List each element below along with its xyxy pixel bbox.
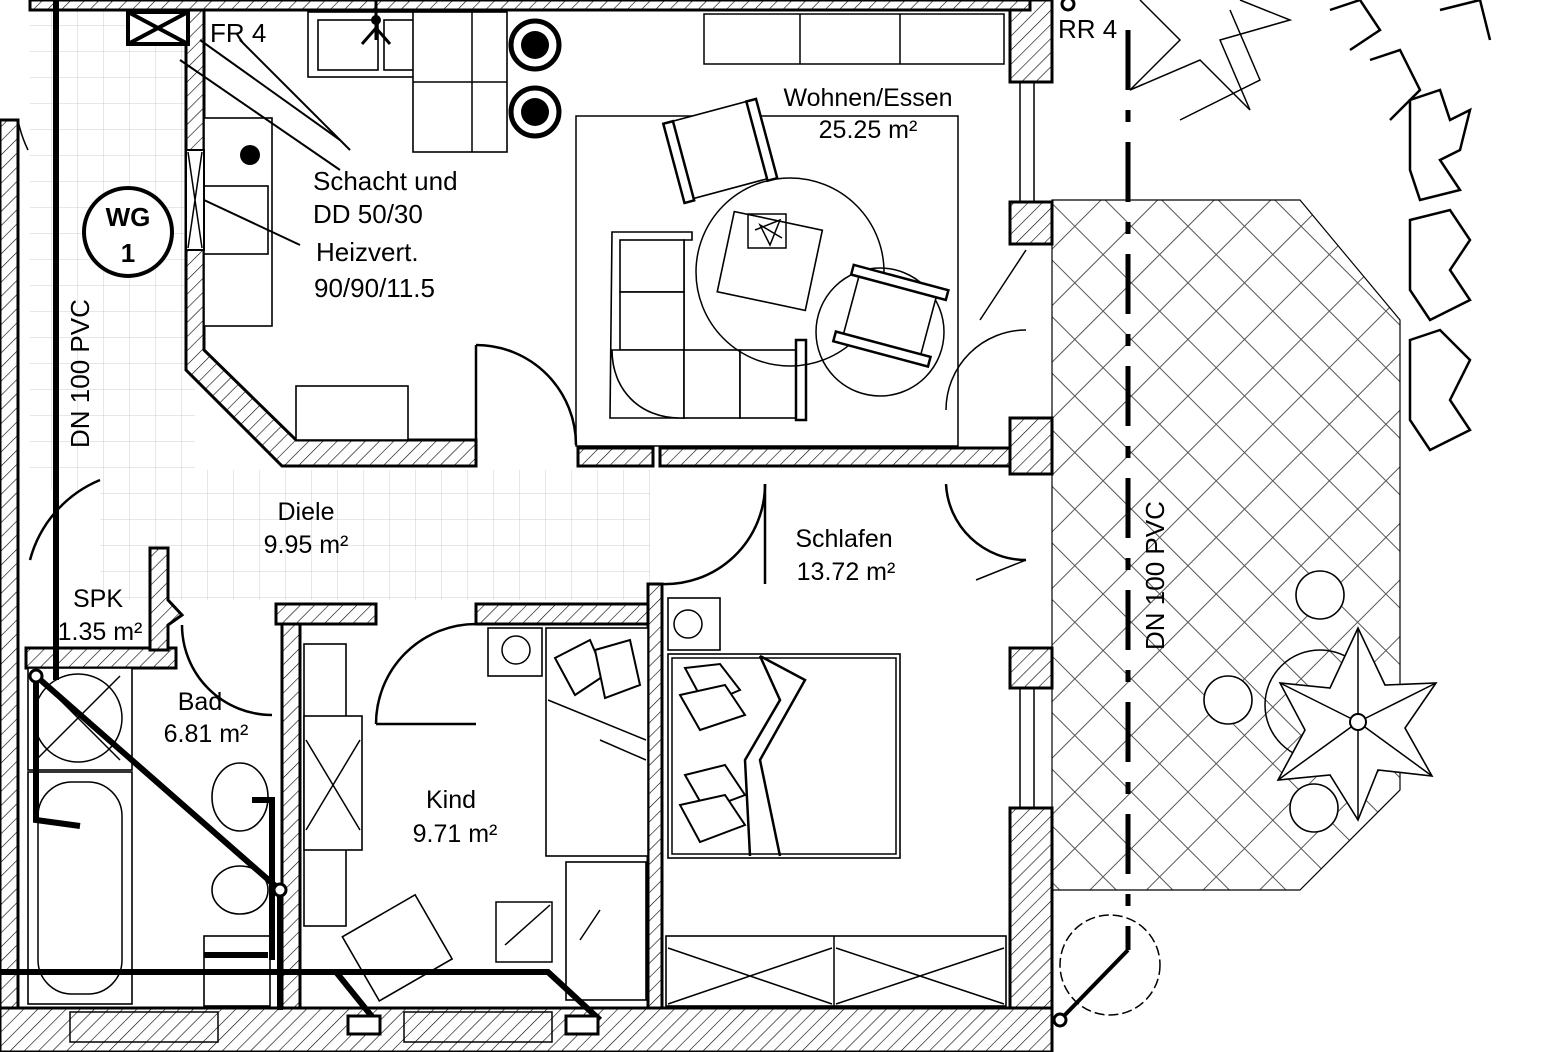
room-name-diele: Diele	[278, 498, 335, 526]
leader-lines	[179, 0, 392, 251]
room-name-bad: Bad	[178, 688, 222, 716]
windows	[69, 13, 1035, 1043]
room-area-diele: 9.95 m²	[264, 531, 349, 559]
badge-line1: WG	[106, 202, 151, 232]
kids-furniture	[303, 627, 649, 1003]
rr-label: RR 4	[1058, 14, 1117, 44]
room-area-spk: 1.35 m²	[58, 618, 143, 646]
room-name-wohnen: Wohnen/Essen	[783, 84, 952, 112]
bathroom-fixtures	[27, 667, 271, 1007]
badge-line2: 1	[121, 238, 135, 268]
kitchen	[126, 10, 562, 441]
schacht-label-line1: Schacht und	[313, 166, 458, 196]
living-furniture	[575, 97, 959, 447]
fr-label: FR 4	[210, 18, 266, 48]
apartment-badge: WG 1	[82, 186, 174, 278]
supply-pipes	[0, 0, 603, 1036]
pipe-label-left: DN 100 PVC	[65, 299, 95, 448]
room-name-spk: SPK	[73, 585, 123, 613]
room-area-bad: 6.81 m²	[164, 720, 249, 748]
garden-plants	[1059, 0, 1492, 1016]
room-name-kind: Kind	[426, 786, 476, 814]
annotations: FR 4 RR 4 Schacht und DD 50/30 Heizvert.…	[65, 14, 1170, 650]
schacht-label-line2: DD 50/30	[313, 199, 423, 229]
pipe-label-right: DN 100 PVC	[1140, 501, 1170, 650]
heizvert-label-line1: Heizvert.	[316, 237, 419, 267]
heizvert-label-line2: 90/90/11.5	[314, 273, 435, 303]
room-area-wohnen: 25.25 m²	[819, 116, 918, 144]
room-area-kind: 9.71 m²	[413, 820, 498, 848]
bedroom-furniture	[665, 597, 1007, 1007]
room-area-schlafen: 13.72 m²	[797, 558, 896, 586]
garden-seating	[1203, 570, 1438, 833]
drainage-lines	[1052, 0, 1131, 1028]
room-name-schlafen: Schlafen	[795, 525, 892, 553]
doors	[17, 119, 1027, 726]
room-labels: Wohnen/Essen 25.25 m² Diele 9.95 m² Schl…	[58, 84, 953, 848]
